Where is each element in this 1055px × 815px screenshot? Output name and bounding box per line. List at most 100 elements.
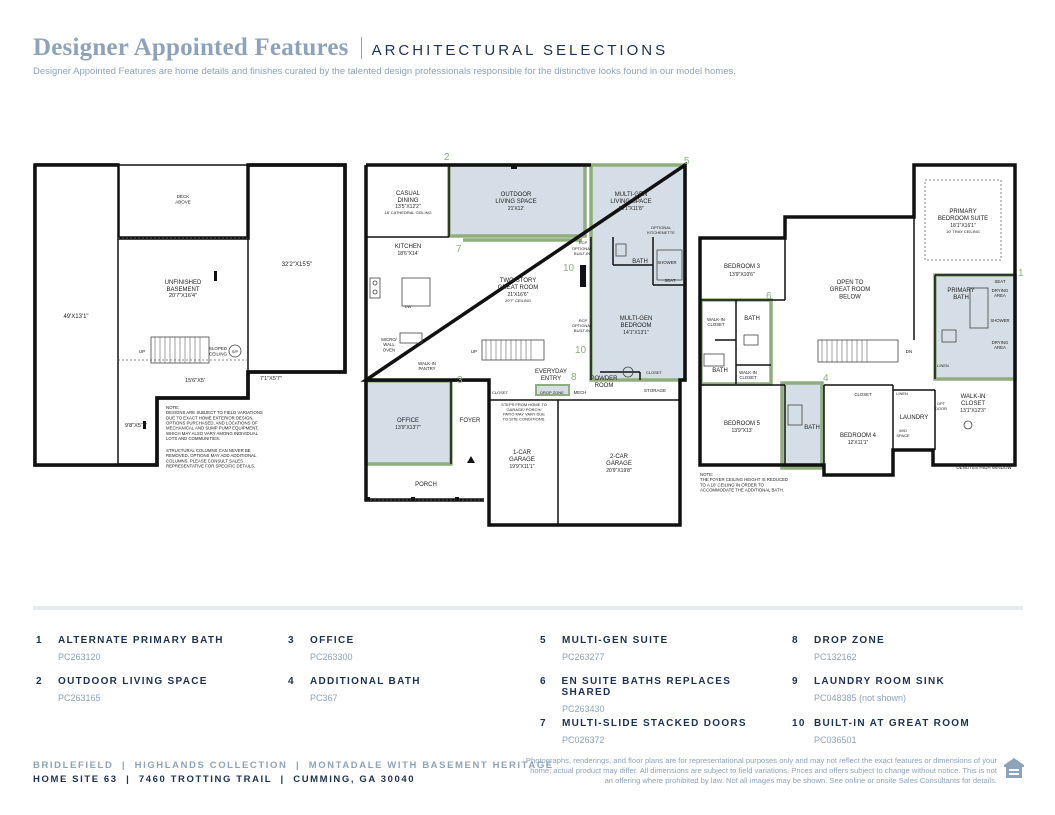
feature-code: PC263165 [58, 693, 101, 703]
feature-code: PC263277 [562, 652, 605, 662]
feature-name: MULTI-GEN SUITE [562, 635, 669, 646]
feature-number: 1 [36, 635, 43, 646]
main-closet-label: CLOSET [492, 390, 509, 395]
rcp-label-2: RCP [579, 318, 588, 323]
drop-zone-highlight [535, 384, 570, 396]
bedroom3-label: BEDROOM 3 [724, 264, 761, 270]
casual-dining-ceiling: 18' CATHEDRAL CEILING [384, 210, 431, 215]
bed5-bath-label: BATH [712, 368, 728, 374]
bed4-closet-label: CLOSET [854, 392, 872, 397]
additional-bath-label: BATH [804, 425, 820, 431]
office-dim: 13'9"X13'7" [395, 425, 421, 431]
primary-closet-dim: 13'1"X12'3" [960, 408, 986, 414]
basement-up-label: UP [139, 349, 145, 354]
page-header: Designer Appointed Features ARCHITECTURA… [33, 34, 668, 62]
outdoor-living-dim: 21'X12' [508, 206, 524, 212]
equal-housing-icon [1004, 758, 1024, 778]
feature-number: 7 [540, 718, 547, 729]
office-highlight [364, 379, 453, 466]
feature-item: 2 OUTDOOR LIVING SPACE PC263165 [36, 676, 276, 703]
laundry-linen-label: LINEN [896, 391, 908, 396]
bedroom5-label: BEDROOM 5 [724, 421, 761, 427]
dw-label: DW [405, 304, 412, 309]
drop-zone-label: DROP ZONE [540, 390, 564, 395]
basement-dim-corner: 9'8"X5'7" [125, 423, 147, 429]
multigen-living-dim: 16'1"X11'8" [618, 206, 643, 212]
kitchen-label: KITCHEN [395, 244, 421, 250]
feature-code: PC048385 (not shown) [814, 693, 907, 703]
feature-number: 6 [540, 676, 547, 687]
feature-code: PC132162 [814, 652, 857, 662]
callout-1: 1 [1018, 268, 1024, 279]
bedroom3-dim: 13'9"X10'6" [729, 272, 755, 278]
community-line: BRIDLEFIELD | HIGHLANDS COLLECTION | MON… [33, 760, 554, 771]
feature-number: 9 [792, 676, 799, 687]
feature-name: OUTDOOR LIVING SPACE [58, 676, 208, 687]
primary-suite-dim: 18'1"X16'1" [950, 223, 976, 229]
feature-number: 10 [792, 718, 806, 729]
floor-plans: .w{fill:none;stroke:#111;stroke-width:3.… [33, 152, 1024, 527]
upper-dn-label: DN [906, 349, 913, 354]
feature-code: PC036501 [814, 735, 857, 745]
feature-code: PC263430 [562, 704, 605, 714]
feature-name: BUILT-IN AT GREAT ROOM [814, 718, 970, 729]
primary-linen-label: LINEN [937, 363, 949, 368]
feature-number: 4 [288, 676, 295, 687]
callout-2: 2 [444, 152, 450, 163]
basement-note-1: NOTE:DESIGNS ARE SUBJECT TO FIELD VARIAT… [166, 405, 263, 441]
feature-name: EN SUITE BATHS REPLACES SHARED [561, 676, 732, 698]
callout-5: 5 [684, 156, 690, 167]
feature-number: 8 [792, 635, 799, 646]
feature-code: PC367 [310, 693, 338, 703]
foyer-label: FOYER [460, 418, 481, 424]
feature-item: 9 LAUNDRY ROOM SINK PC048385 (not shown) [792, 676, 1032, 703]
feature-name: MULTI-SLIDE STACKED DOORS [562, 718, 747, 729]
garage-closet-label: CLOSET [646, 370, 663, 375]
callout-8: 8 [571, 372, 577, 383]
feature-name: OFFICE [310, 635, 355, 646]
multigen-shower-label: SHOWER [657, 260, 676, 265]
basement-room-dim: 20'7"X16'4" [169, 293, 197, 299]
feature-code: PC263120 [58, 652, 101, 662]
callout-3: 3 [457, 375, 463, 386]
legal-disclaimer: Photographs, renderings, and floor plans… [525, 756, 997, 785]
bedroom5-dim: 13'9"X13' [732, 428, 753, 434]
rcp-label-1: RCP [579, 240, 588, 245]
address-line: HOME SITE 63 | 7460 TROTTING TRAIL | CUM… [33, 774, 416, 785]
basement-dim-right: 32'2"X15'5" [282, 262, 313, 268]
bedroom4-dim: 12'X11'1" [848, 440, 869, 446]
multigen-bedroom-dim: 14'1"X13'1" [623, 330, 649, 336]
feature-item: 1 ALTERNATE PRIMARY BATH PC263120 [36, 635, 276, 662]
feature-name: LAUNDRY ROOM SINK [814, 676, 945, 687]
primary-suite-ceiling: 10' TRAY CEILING [946, 229, 980, 234]
callout-4: 4 [823, 373, 829, 384]
bed3-bath-label: BATH [744, 316, 760, 322]
feature-number: 2 [36, 676, 43, 687]
community-footer: BRIDLEFIELD | HIGHLANDS COLLECTION | MON… [33, 759, 554, 787]
feature-name: ALTERNATE PRIMARY BATH [58, 635, 224, 646]
